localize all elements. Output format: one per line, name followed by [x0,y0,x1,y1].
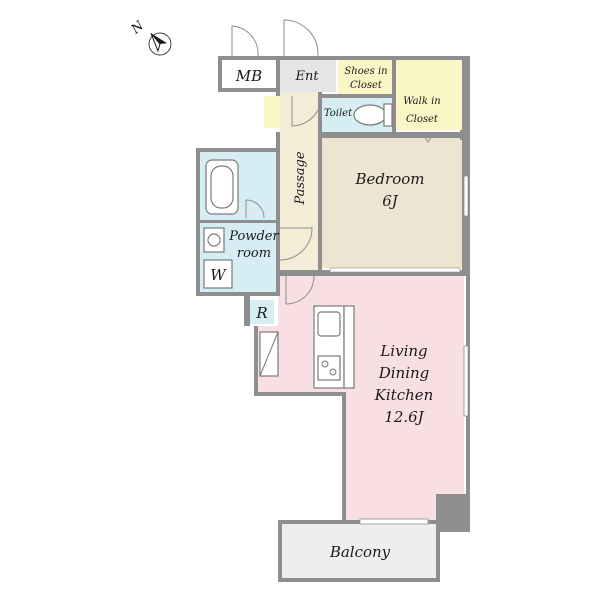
kitchen-counter [313,305,355,389]
shoes-closet-label-2: Closet [350,80,383,91]
shoes-closet-label-1: Shoes in [344,66,387,77]
passage-label: Passage [293,151,308,205]
bedroom-area [322,138,464,268]
windows [329,175,469,525]
kitchen-storage [259,331,279,377]
toilet-label: Toilet [324,108,353,119]
shoes-closet-area [338,60,392,94]
walk-in-closet-area [396,60,462,130]
compass-label: N [128,18,148,38]
passage-area [280,92,320,270]
ldk-area [258,276,464,520]
entrance-label: Ent [294,69,319,84]
walk-in-closet-label-2: Closet [406,114,439,125]
powder-room-label-2: room [237,246,271,261]
entrance-area [280,60,336,92]
ldk-label-2: Dining [378,364,430,382]
bathtub-icon [205,159,239,215]
ldk-label-3: Kitchen [374,386,434,404]
refrigerator-area [250,300,274,324]
ldk-label-4: 12.6J [384,408,424,426]
bedroom-label-1: Bedroom [355,170,425,188]
washbasin-icon [203,227,225,253]
mb-label: MB [235,67,262,85]
bedroom-label-2: 6J [382,192,399,210]
washer-box [203,259,233,289]
balcony-area [282,524,436,578]
room-labels: MB Ent Shoes in Closet Toilet Walk in Cl… [210,66,440,561]
balcony-label: Balcony [329,543,391,561]
mb-area [222,60,276,90]
washer-label: W [210,266,227,284]
refrigerator-label: R [255,304,267,322]
toilet-icon [353,103,393,127]
walk-in-closet-label-1: Walk in [403,96,440,107]
interior-doors [245,96,433,305]
small-closet-area [264,96,280,128]
compass: N [128,18,172,56]
ldk-label-1: Living [379,342,427,360]
north-arrow-icon [148,32,172,56]
powder-room-label-1: Powder [228,229,279,244]
fixtures [203,103,393,389]
entrance-doors [231,19,319,57]
